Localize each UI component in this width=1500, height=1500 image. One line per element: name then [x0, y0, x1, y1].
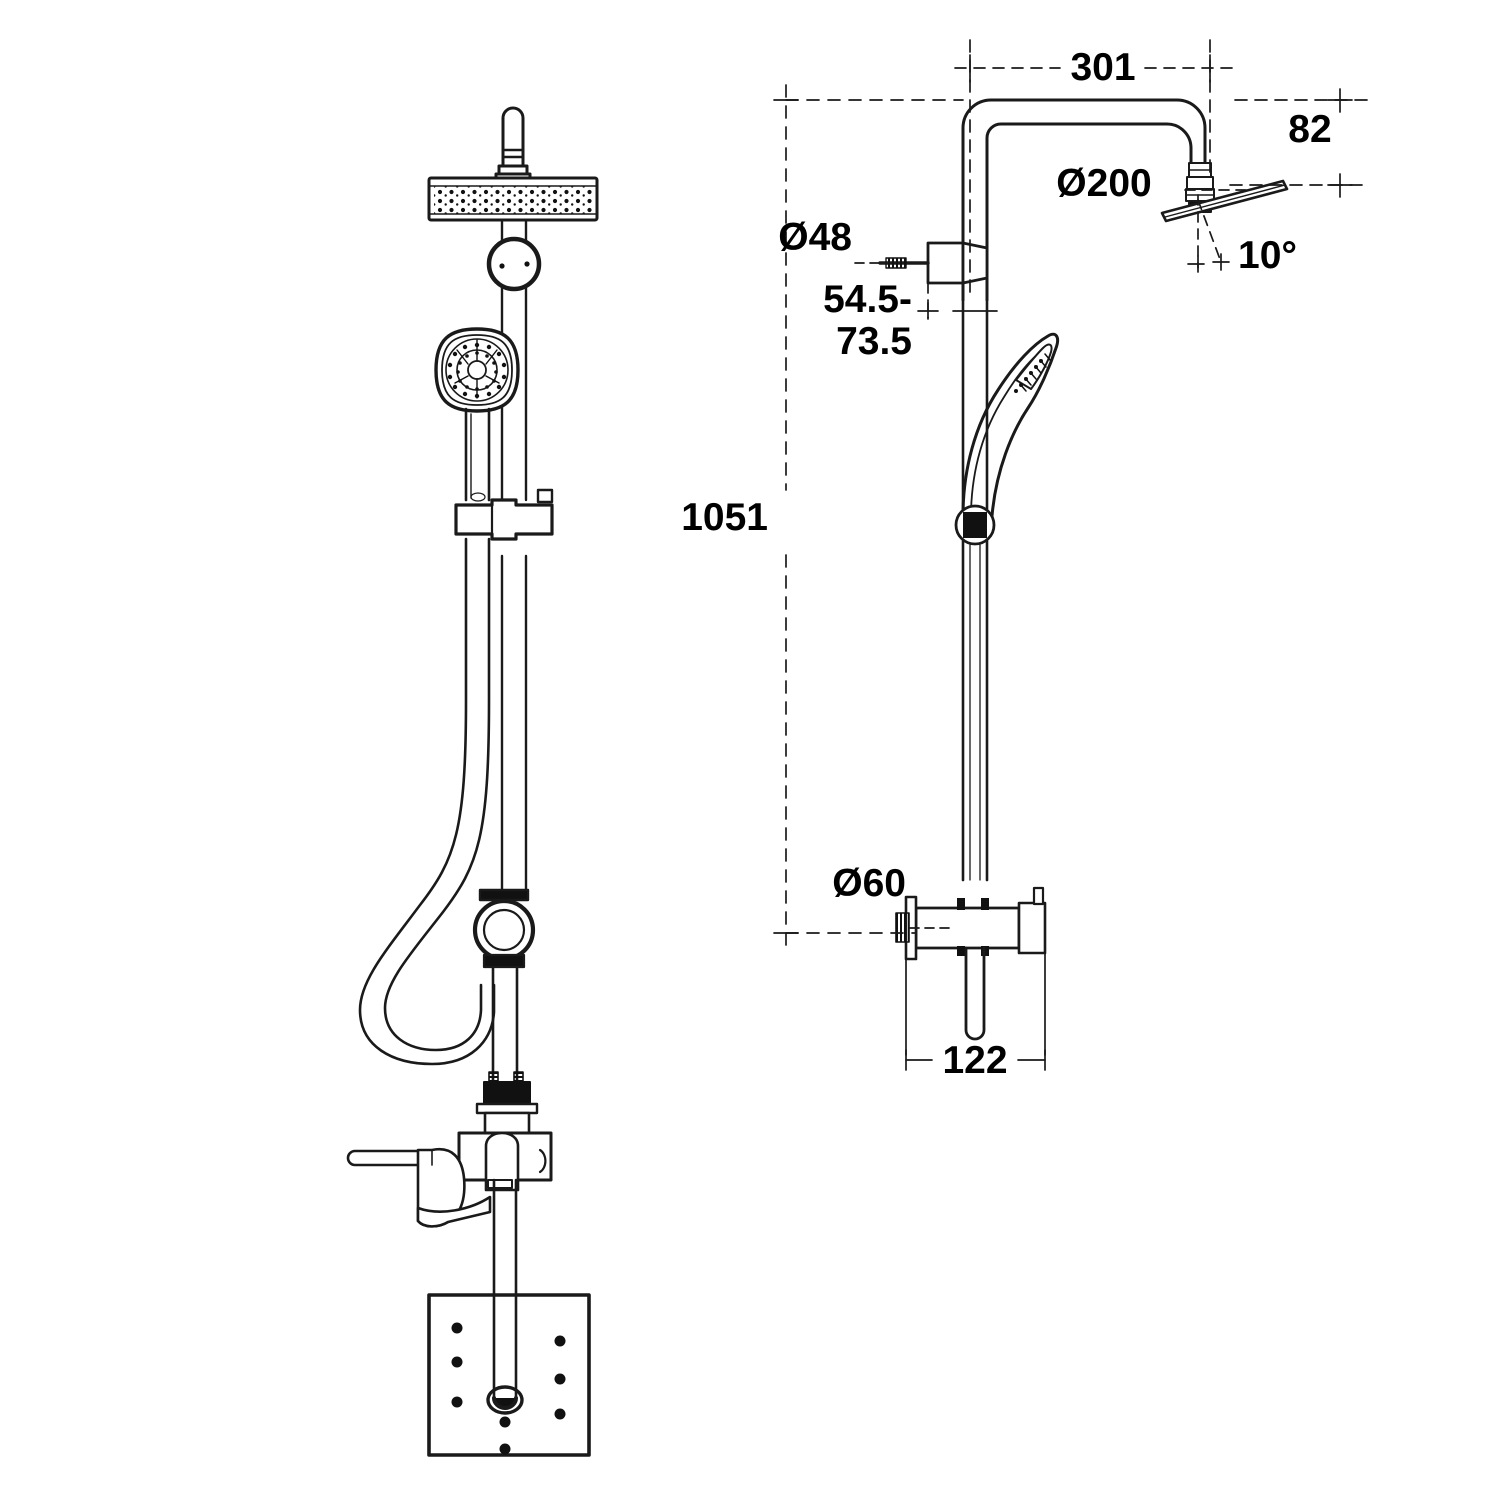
wall-bracket — [878, 241, 989, 285]
mounting-plate — [427, 1293, 591, 1457]
label-82: 82 — [1288, 108, 1331, 151]
dim-301 — [954, 39, 1236, 301]
shower-arm — [961, 98, 1207, 302]
lever-handle — [346, 1147, 492, 1228]
dim-122 — [905, 952, 1046, 1071]
side-elevation-view — [878, 98, 1289, 1041]
dim-1051 — [773, 84, 964, 949]
label-60: Ø60 — [832, 862, 906, 905]
rain-shower-head — [427, 176, 599, 222]
hose-outlet-elbow-side — [954, 504, 996, 546]
label-301: 301 — [1070, 46, 1135, 89]
riser-side — [961, 298, 989, 882]
dimension-lines — [773, 39, 1371, 1071]
label-1051: 1051 — [681, 496, 768, 539]
dim-10deg — [1187, 194, 1230, 273]
hand-shower — [434, 327, 520, 502]
riser-top-stub — [494, 106, 532, 182]
riser-rail — [500, 218, 528, 898]
label-545: 54.5- — [823, 278, 912, 321]
hose-outlet-elbow — [472, 888, 536, 969]
label-10deg: 10° — [1238, 234, 1297, 277]
mixer-valve-side — [895, 886, 1047, 1041]
front-elevation-view — [346, 106, 599, 1457]
label-48: Ø48 — [778, 216, 852, 259]
flexible-hose — [358, 537, 496, 1066]
label-122: 122 — [942, 1039, 1007, 1082]
hand-shower-side — [961, 332, 1060, 518]
dim-82 — [1229, 88, 1371, 198]
label-200: Ø200 — [1056, 162, 1151, 205]
label-735: 73.5 — [836, 320, 912, 363]
dim-54-73 — [917, 282, 998, 320]
diverter-knob — [486, 236, 542, 292]
dimension-labels: 301 82 Ø200 10° Ø48 54.5- 73.5 1051 Ø60 … — [681, 46, 1331, 1082]
slide-bar-holder — [454, 488, 554, 541]
mixer-valve — [346, 1131, 553, 1302]
rain-head-side — [1160, 179, 1289, 223]
